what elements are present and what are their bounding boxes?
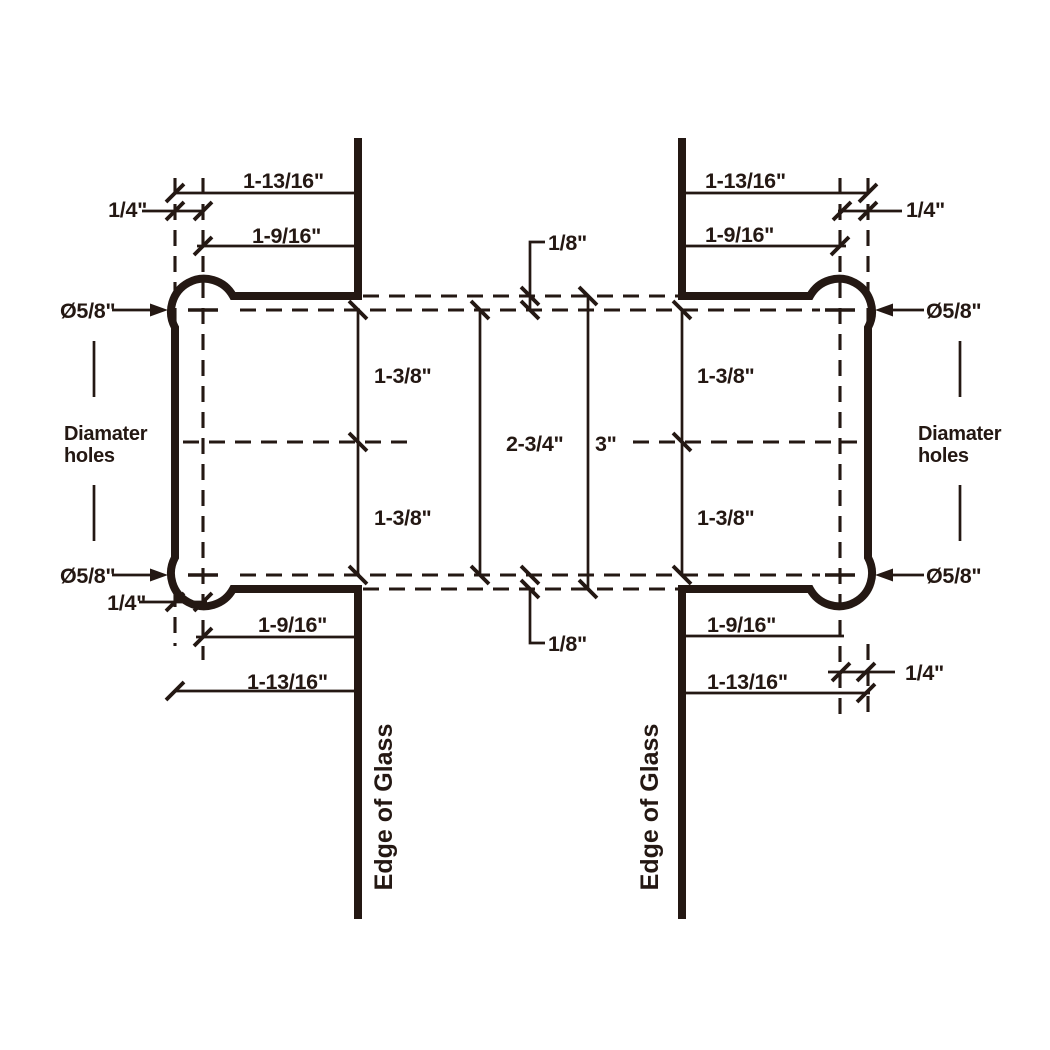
arrowhead-icon <box>150 303 168 317</box>
tick-mark <box>469 564 491 586</box>
dim-label-left-top-inner: 1-9/16" <box>252 224 321 248</box>
tick-mark <box>577 285 599 307</box>
arrowhead-icon <box>875 568 893 582</box>
left-glass-cutout-outline <box>167 138 362 919</box>
dim-label-overall-height: 3" <box>595 432 617 456</box>
dim-label-left-bottom-offset: 1/4" <box>107 591 146 615</box>
dim-label-offset-bottom: 1/8" <box>548 632 587 656</box>
tick-mark <box>855 682 877 704</box>
dim-label-right-top-offset: 1/4" <box>906 198 945 222</box>
tick-mark <box>519 578 541 600</box>
tick-mark <box>192 591 214 613</box>
dim-label-right-bottom-inner: 1-9/16" <box>707 613 776 637</box>
dim-label-left-half-bottom: 1-3/8" <box>374 506 431 530</box>
dim-label-right-top-inner: 1-9/16" <box>705 223 774 247</box>
tick-mark <box>829 235 851 257</box>
arrowhead-icon <box>150 568 168 582</box>
tick-mark <box>164 182 186 204</box>
dim-label-right-bottom-offset: 1/4" <box>905 661 944 685</box>
right-glass-edge-and-cutout-profile <box>678 138 876 919</box>
tick-mark <box>671 564 693 586</box>
leader-offset-bottom <box>528 589 545 645</box>
tick-mark <box>192 626 214 648</box>
tick-mark <box>519 564 541 586</box>
tick-mark <box>192 200 214 222</box>
left-dimension-lines <box>92 182 369 702</box>
dim-label-hole-spacing: 2-3/4" <box>506 432 563 456</box>
dim-label-left-top-offset: 1/4" <box>108 198 147 222</box>
tick-mark <box>855 661 877 683</box>
tick-mark <box>192 235 214 257</box>
diameter-note-right-line2: holes <box>918 445 969 467</box>
dim-label-right-half-bottom: 1-3/8" <box>697 506 754 530</box>
tick-mark <box>577 578 599 600</box>
diameter-note-left-line2: holes <box>64 445 115 467</box>
diameter-note-right-line1: Diamater <box>918 423 1002 445</box>
tick-mark <box>671 299 693 321</box>
dim-label-left-bottom-outer: 1-13/16" <box>247 670 328 694</box>
arrowhead-icon <box>875 303 893 317</box>
edge-of-glass-label-left: Edge of Glass <box>370 724 398 891</box>
hole-diameter-label-left-bottom: Ø5/8" <box>60 564 115 588</box>
dim-label-left-top-outer: 1-13/16" <box>243 169 324 193</box>
tick-mark <box>857 200 879 222</box>
tick-mark <box>831 200 853 222</box>
hole-diameter-label-left-top: Ø5/8" <box>60 299 115 323</box>
tick-mark <box>519 285 541 307</box>
dim-label-offset-top: 1/8" <box>548 231 587 255</box>
edge-of-glass-label-right: Edge of Glass <box>636 724 664 891</box>
tick-mark <box>164 680 186 702</box>
tick-mark <box>469 299 491 321</box>
left-glass-edge-and-cutout-profile <box>167 138 362 919</box>
tick-mark <box>671 431 693 453</box>
tick-mark <box>164 591 186 613</box>
center-dimension-lines <box>469 240 599 645</box>
tick-mark <box>164 200 186 222</box>
hole-diameter-label-right-top: Ø5/8" <box>926 299 981 323</box>
dimension-labels: 1-13/16" 1/4" 1-9/16" Ø5/8" Diamater hol… <box>60 169 1002 890</box>
right-glass-cutout-outline <box>678 138 876 919</box>
tick-mark <box>347 299 369 321</box>
tick-mark <box>857 182 879 204</box>
dim-label-right-top-outer: 1-13/16" <box>705 169 786 193</box>
dim-label-left-bottom-inner: 1-9/16" <box>258 613 327 637</box>
tick-mark <box>830 661 852 683</box>
diameter-note-left-line1: Diamater <box>64 423 148 445</box>
dim-label-left-half-top: 1-3/8" <box>374 364 431 388</box>
hole-diameter-label-right-bottom: Ø5/8" <box>926 564 981 588</box>
leader-offset-top <box>528 240 545 310</box>
dim-label-right-half-top: 1-3/8" <box>697 364 754 388</box>
dim-label-right-bottom-outer: 1-13/16" <box>707 670 788 694</box>
tick-mark <box>519 299 541 321</box>
tick-mark <box>347 564 369 586</box>
tick-mark <box>347 431 369 453</box>
right-dimension-lines <box>671 182 962 704</box>
